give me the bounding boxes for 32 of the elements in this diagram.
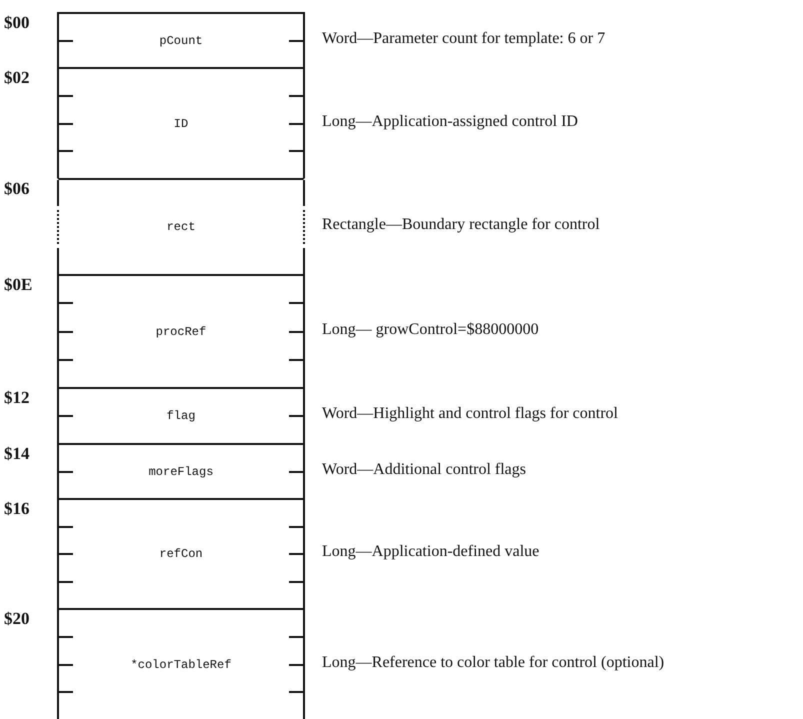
field-box	[57, 12, 305, 67]
field-name: rect	[166, 220, 196, 234]
field-description: Long—Application-assigned control ID	[322, 112, 579, 130]
field-box	[57, 178, 305, 274]
field-box	[57, 274, 305, 387]
field-name: pCount	[159, 34, 203, 48]
offset-label: $00	[4, 13, 30, 33]
field-description: Rectangle—Boundary rectangle for control	[322, 216, 601, 234]
field-name: flag	[166, 409, 196, 423]
field-description: Word—Highlight and control flags for control	[322, 405, 619, 423]
offset-label: $20	[4, 609, 30, 629]
field-name: *colorTableRef	[130, 658, 232, 672]
field-box	[57, 443, 305, 498]
offset-label: $06	[4, 179, 30, 199]
field-name: moreFlags	[148, 464, 214, 478]
offset-label: $14	[4, 444, 30, 464]
offset-label: $0E	[4, 275, 34, 295]
field-description: Long—Application-defined value	[322, 543, 540, 561]
offset-label: $02	[4, 68, 30, 88]
offset-label: $16	[4, 499, 30, 519]
field-name: procRef	[156, 324, 206, 338]
field-box	[57, 387, 305, 443]
field-box	[57, 67, 305, 178]
field-box	[57, 498, 305, 608]
field-name: ID	[174, 116, 188, 130]
field-description: Long— growControl=$88000000	[322, 320, 540, 338]
field-name: refCon	[159, 547, 203, 561]
field-description: Word—Additional control flags	[322, 460, 528, 478]
field-box	[57, 608, 305, 719]
field-description: Word—Parameter count for template: 6 or 7	[322, 30, 606, 48]
offset-label: $12	[4, 388, 30, 408]
field-description: Long—Reference to color table for control (optional)	[322, 654, 666, 672]
